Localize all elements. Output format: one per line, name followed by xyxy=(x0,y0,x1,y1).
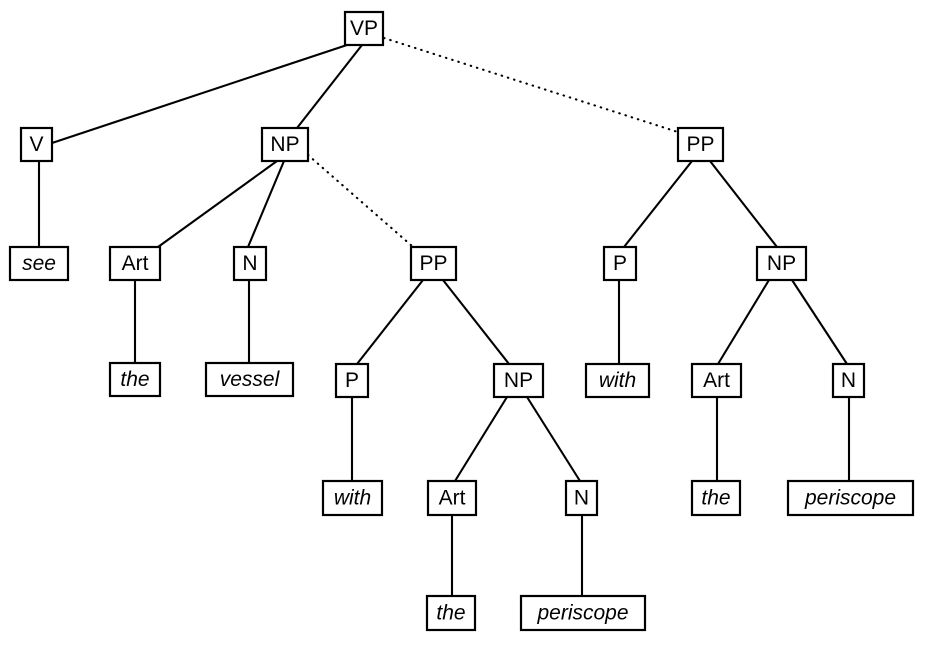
tree-edge xyxy=(247,160,285,248)
tree-edge xyxy=(623,160,693,248)
tree-node: NP xyxy=(260,126,310,163)
node-label: the xyxy=(436,602,465,625)
tree-node: PP xyxy=(676,126,725,163)
node-label: periscope xyxy=(804,487,896,510)
node-label: NP xyxy=(270,133,299,156)
tree-node: with xyxy=(321,479,384,517)
node-box xyxy=(584,362,651,399)
tree-edge xyxy=(356,279,424,365)
node-box xyxy=(321,479,384,517)
node-label: Art xyxy=(439,487,466,510)
node-label: NP xyxy=(767,252,796,275)
tree-node: the xyxy=(108,361,162,398)
node-label: N xyxy=(841,369,856,392)
tree-edge xyxy=(454,396,508,482)
node-box xyxy=(786,479,915,517)
tree-edge xyxy=(157,160,278,248)
tree-node: N xyxy=(564,479,599,517)
tree-node: periscope xyxy=(786,479,915,517)
node-label: vessel xyxy=(220,368,281,391)
node-box xyxy=(108,361,162,398)
tree-edge xyxy=(306,153,414,248)
node-box xyxy=(690,362,743,399)
node-label: PP xyxy=(686,133,714,156)
tree-node: with xyxy=(584,362,651,399)
tree-edge xyxy=(717,279,770,365)
node-label: Art xyxy=(122,252,149,275)
tree-edge xyxy=(709,160,778,248)
node-box xyxy=(425,594,477,632)
tree-node: N xyxy=(831,362,866,399)
node-box xyxy=(602,245,638,282)
tree-edge xyxy=(382,36,683,135)
node-box xyxy=(19,126,54,163)
node-box xyxy=(232,245,268,282)
node-label: PP xyxy=(419,252,447,275)
edge-layer xyxy=(37,36,851,596)
node-box xyxy=(564,479,599,517)
tree-node: V xyxy=(19,126,54,163)
node-box xyxy=(426,479,478,517)
tree-node: Art xyxy=(426,479,478,517)
node-label: N xyxy=(242,252,257,275)
tree-node: vessel xyxy=(204,361,295,398)
node-box xyxy=(343,10,385,47)
node-box xyxy=(519,594,647,632)
node-box xyxy=(409,245,458,282)
node-label: see xyxy=(22,252,56,275)
node-label: V xyxy=(29,133,43,156)
node-label: with xyxy=(334,487,371,510)
node-box xyxy=(831,362,866,399)
node-label: the xyxy=(701,487,730,510)
tree-node: N xyxy=(232,245,268,282)
tree-node: Art xyxy=(690,362,743,399)
node-label: N xyxy=(574,487,589,510)
tree-node: VP xyxy=(343,10,385,47)
node-label: the xyxy=(120,368,149,391)
node-box xyxy=(492,362,545,399)
tree-node: P xyxy=(334,362,370,399)
node-box xyxy=(204,361,295,398)
node-label: with xyxy=(599,369,636,392)
node-box xyxy=(755,245,808,282)
tree-node: the xyxy=(690,479,742,517)
node-box xyxy=(8,245,70,282)
node-label: NP xyxy=(504,369,533,392)
tree-edge xyxy=(526,396,581,482)
node-label: P xyxy=(613,252,627,275)
tree-edge xyxy=(51,44,348,144)
tree-edge xyxy=(791,279,848,365)
tree-edge xyxy=(442,279,510,365)
node-box xyxy=(260,126,310,163)
tree-node: see xyxy=(8,245,70,282)
node-label: P xyxy=(345,369,359,392)
node-label: periscope xyxy=(536,602,628,625)
tree-node: PP xyxy=(409,245,458,282)
tree-node: the xyxy=(425,594,477,632)
tree-node: Art xyxy=(108,245,162,282)
node-box xyxy=(108,245,162,282)
node-label: VP xyxy=(350,17,378,40)
tree-node: NP xyxy=(755,245,808,282)
tree-node: NP xyxy=(492,362,545,399)
tree-edge xyxy=(296,44,363,129)
node-box xyxy=(334,362,370,399)
tree-node: periscope xyxy=(519,594,647,632)
node-box xyxy=(690,479,742,517)
node-box xyxy=(676,126,725,163)
tree-node: P xyxy=(602,245,638,282)
node-label: Art xyxy=(703,369,730,392)
